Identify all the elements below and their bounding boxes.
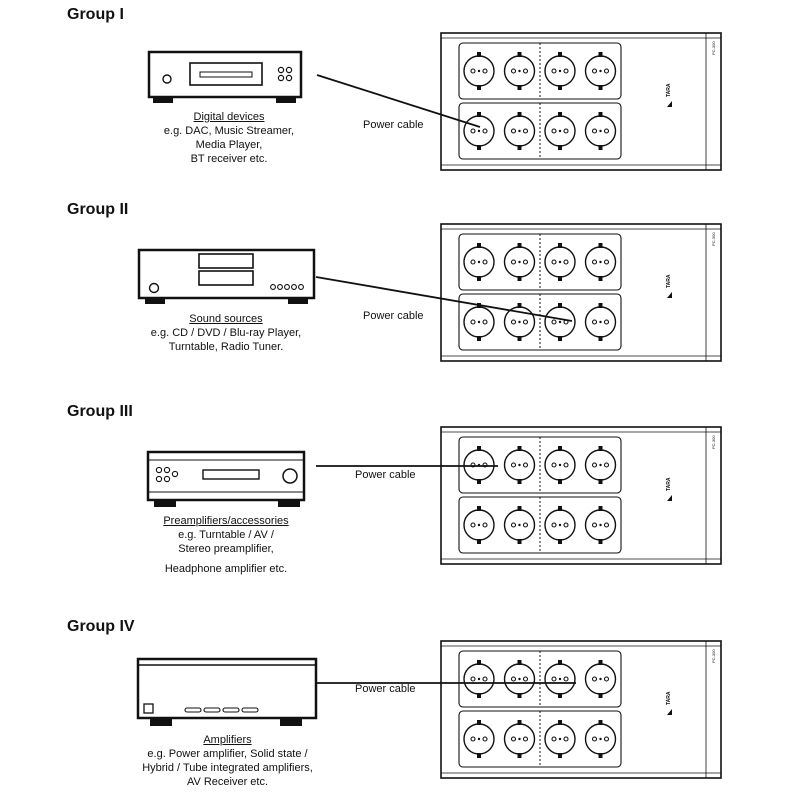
- brand-logo-icon: [667, 495, 672, 501]
- strip-model-label: PC-300: [711, 435, 716, 449]
- description-line: e.g. Power amplifier, Solid state /: [147, 748, 308, 760]
- description-line: Hybrid / Tube integrated amplifiers,: [142, 762, 313, 774]
- brand-label: TARA: [666, 691, 672, 705]
- description-line: Media Player,: [195, 139, 263, 151]
- power-strip-body: TARA PC-300: [440, 426, 722, 565]
- cable-label: Power cable: [363, 310, 424, 322]
- strip-model-label: PC-300: [711, 41, 716, 55]
- group-2-title: Group II: [67, 201, 129, 218]
- description-line: AV Receiver etc.: [186, 776, 269, 788]
- group-4-title: Group IV: [67, 618, 135, 635]
- brand-label: TARA: [666, 83, 672, 97]
- device-name: Sound sources: [189, 313, 263, 325]
- group-1-title: Group I: [67, 6, 124, 23]
- description-line: e.g. Turntable / AV /: [178, 529, 274, 541]
- strip-model-label: PC-300: [711, 232, 716, 246]
- group-2-caption: Sound sources e.g. CD / DVD / Blu-ray Pl…: [130, 312, 322, 354]
- brand-label: TARA: [666, 477, 672, 491]
- power-strip-body: TARA PC-300: [440, 223, 722, 362]
- strip-model-label: PC-300: [711, 649, 716, 663]
- power-strip-body: TARA PC-300: [440, 640, 722, 779]
- device-name: Amplifiers: [203, 734, 252, 746]
- device-name: Preamplifiers/accessories: [163, 515, 289, 527]
- description-line: Headphone amplifier etc.: [164, 563, 288, 575]
- brand-logo-icon: [667, 709, 672, 715]
- group-3-caption: Preamplifiers/accessories e.g. Turntable…: [130, 514, 322, 576]
- brand-logo-icon: [667, 101, 672, 107]
- description-line: e.g. CD / DVD / Blu-ray Player,: [150, 327, 302, 339]
- description-line: BT receiver etc.: [190, 153, 268, 165]
- cable-label: Power cable: [363, 119, 424, 131]
- group-3-title: Group III: [67, 403, 133, 420]
- cable-label: Power cable: [355, 469, 416, 481]
- description-line: Stereo preamplifier,: [178, 543, 274, 555]
- brand-logo-icon: [667, 292, 672, 298]
- device-name: Digital devices: [193, 111, 265, 123]
- power-strip-body: TARA PC-300: [440, 32, 722, 171]
- group-1-caption: Digital devices e.g. DAC, Music Streamer…: [140, 110, 318, 166]
- group-4-caption: Amplifiers e.g. Power amplifier, Solid s…: [125, 733, 330, 789]
- cable-label: Power cable: [355, 683, 416, 695]
- description-line: e.g. DAC, Music Streamer,: [163, 125, 295, 137]
- description-line: Turntable, Radio Tuner.: [168, 341, 284, 353]
- brand-label: TARA: [666, 274, 672, 288]
